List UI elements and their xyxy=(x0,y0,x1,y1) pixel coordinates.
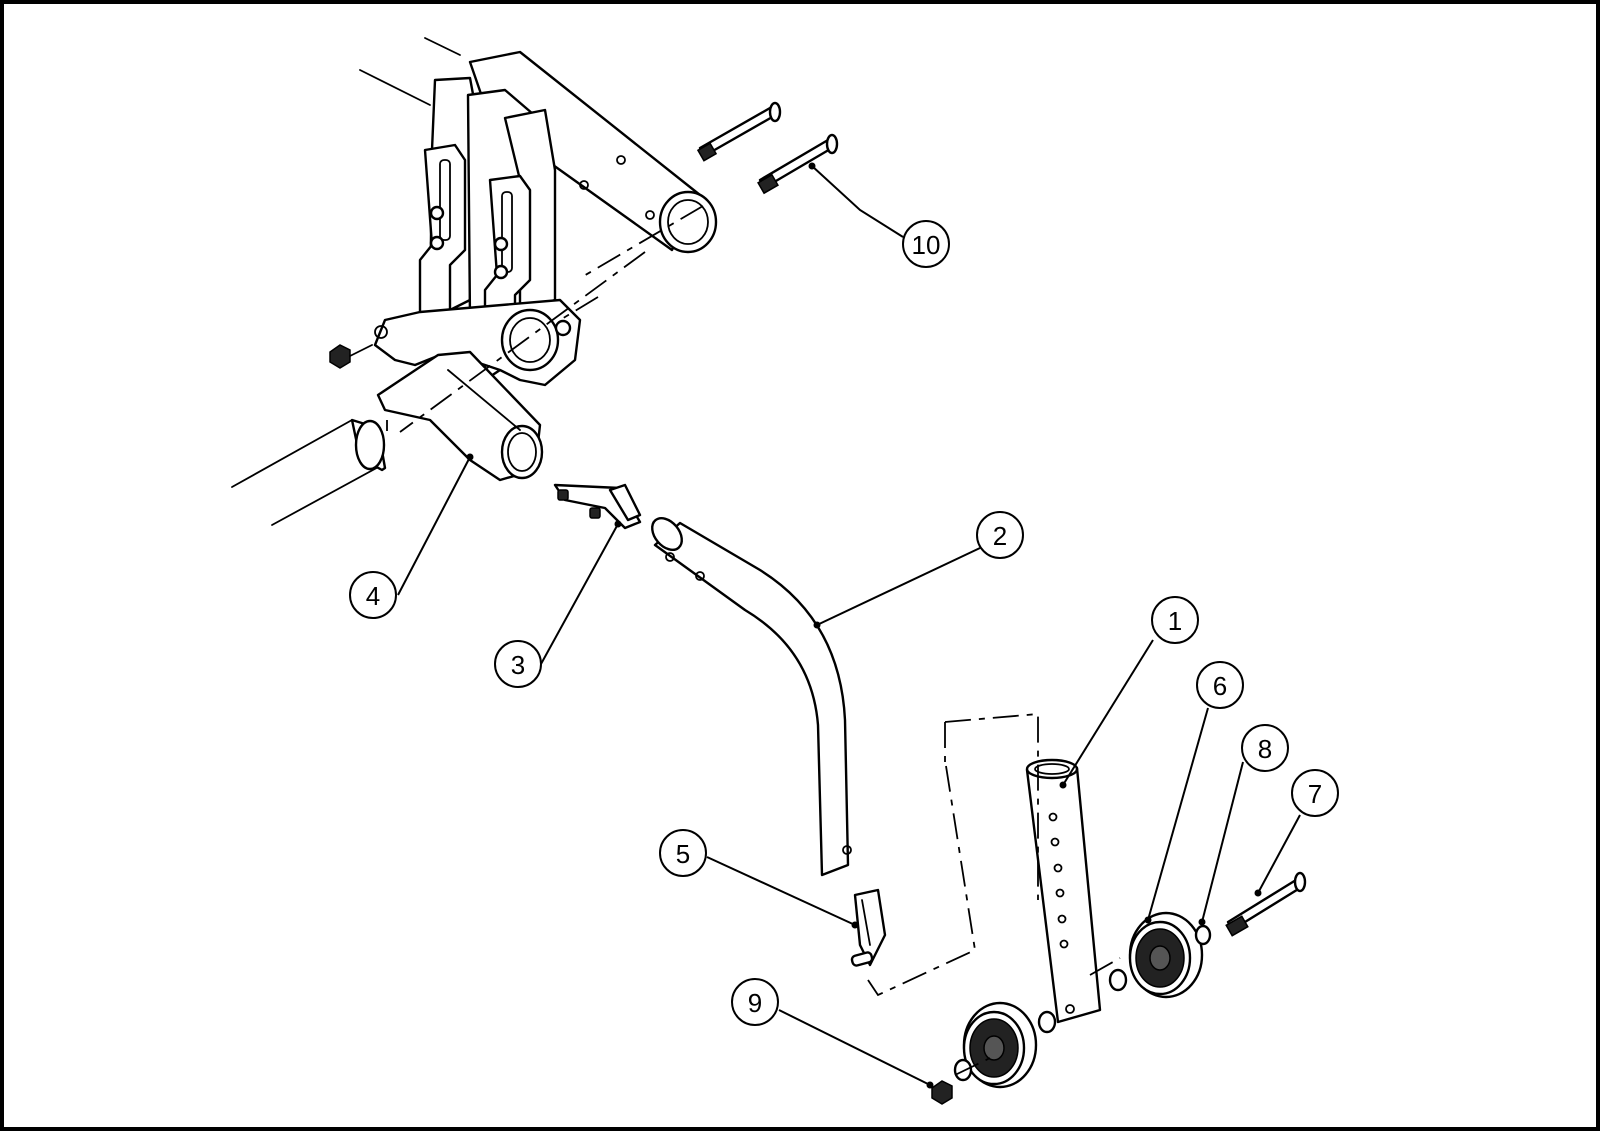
wheel-right xyxy=(1108,911,1212,999)
callout-number: 4 xyxy=(366,581,380,611)
callout-7: 7 xyxy=(1254,769,1339,897)
frame-clamp-assembly xyxy=(359,37,718,387)
curved-anti-tip-tube xyxy=(651,517,852,877)
leader-line xyxy=(1062,639,1154,786)
callout-5: 5 xyxy=(659,829,859,929)
leader-line xyxy=(706,856,856,926)
leader-dot xyxy=(466,453,474,461)
callout-circle xyxy=(1196,661,1244,709)
callout-circle xyxy=(1241,724,1289,772)
spring-pin xyxy=(553,483,642,530)
callout-circle xyxy=(976,511,1024,559)
caster-tube xyxy=(1025,758,1102,1024)
callout-number: 1 xyxy=(1168,606,1182,636)
callout-circle xyxy=(1291,769,1339,817)
callout-circle xyxy=(659,829,707,877)
callout-2: 2 xyxy=(813,511,1024,629)
leader-dot xyxy=(1254,889,1262,897)
callout-number: 9 xyxy=(748,988,762,1018)
leader-line xyxy=(540,523,619,665)
callout-10: 10 xyxy=(808,162,950,268)
leader-dot xyxy=(926,1081,934,1089)
frame-tube-lower xyxy=(231,418,387,526)
wheel-left xyxy=(931,1001,1057,1105)
callout-4: 4 xyxy=(349,453,474,619)
leader-dot xyxy=(851,921,859,929)
leader-line xyxy=(816,547,981,626)
leader-line xyxy=(1201,761,1244,923)
callout-3: 3 xyxy=(494,520,622,688)
callout-number: 7 xyxy=(1308,779,1322,809)
callout-circle xyxy=(731,978,779,1026)
callout-number: 10 xyxy=(912,230,941,260)
axle-bolt xyxy=(1225,871,1307,937)
callout-number: 3 xyxy=(511,650,525,680)
leader-line xyxy=(1147,707,1209,921)
callout-number: 2 xyxy=(993,521,1007,551)
callout-circle xyxy=(902,220,950,268)
leader-dot xyxy=(813,621,821,629)
callout-8: 8 xyxy=(1198,724,1289,926)
leader-dot xyxy=(614,520,622,528)
snap-button xyxy=(850,888,887,967)
callout-circle xyxy=(494,640,542,688)
callout-6: 6 xyxy=(1144,661,1244,924)
callout-number: 5 xyxy=(676,839,690,869)
assembly-center-lines xyxy=(386,205,1121,1076)
leader-dot xyxy=(1198,918,1206,926)
leader-dot xyxy=(808,162,816,170)
leader-line xyxy=(778,1009,931,1086)
callout-9: 9 xyxy=(731,978,934,1089)
callout-number: 8 xyxy=(1258,734,1272,764)
leader-line xyxy=(1257,814,1301,894)
leader-line xyxy=(811,165,904,238)
receiver-clamp xyxy=(376,350,544,482)
callout-1: 1 xyxy=(1059,596,1199,789)
leader-dot xyxy=(1059,781,1067,789)
mounting-bolts xyxy=(696,101,839,195)
leader-line xyxy=(397,456,471,596)
callout-number: 6 xyxy=(1213,671,1227,701)
leader-dot xyxy=(1144,916,1152,924)
callout-group: 1 2 3 4 5 6 7 8 9 10 xyxy=(349,162,1339,1089)
callout-circle xyxy=(1151,596,1199,644)
callout-circle xyxy=(349,571,397,619)
